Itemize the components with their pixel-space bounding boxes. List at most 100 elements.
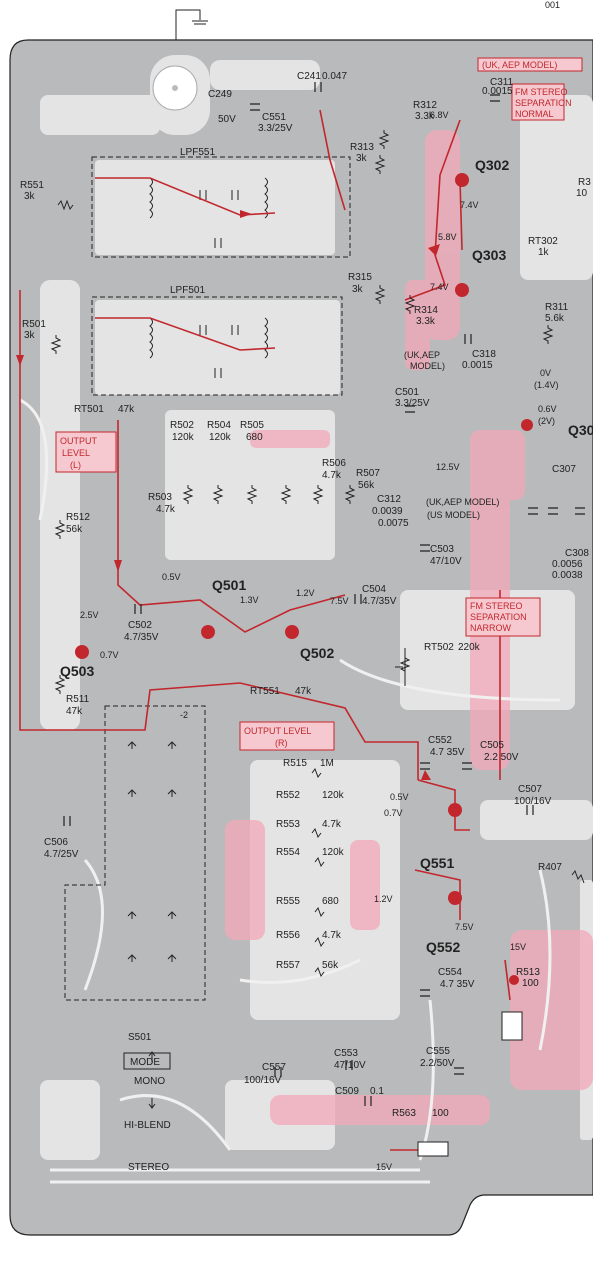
- capacitor-symbols: [63, 82, 585, 1106]
- model-notes: (UK,AEP MODEL) (UK,AEP MODEL) (US MODEL)…: [378, 350, 583, 581]
- switch-ref: S501: [128, 1032, 152, 1043]
- svg-text:0.047: 0.047: [322, 71, 347, 82]
- svg-text:R501: R501: [22, 319, 46, 330]
- svg-text:100/16V: 100/16V: [514, 796, 552, 807]
- page-code: 001: [545, 0, 560, 10]
- svg-text:R3: R3: [578, 177, 591, 188]
- svg-text:(2V): (2V): [538, 416, 555, 426]
- svg-text:C505: C505: [480, 740, 504, 751]
- svg-text:MODEL): MODEL): [410, 361, 445, 371]
- svg-text:2.5V: 2.5V: [80, 610, 99, 620]
- svg-text:R314: R314: [414, 305, 438, 316]
- switch-pos-mono: MONO: [134, 1076, 165, 1087]
- svg-text:R555: R555: [276, 896, 300, 907]
- svg-text:0.0038: 0.0038: [552, 570, 583, 581]
- svg-text:R502: R502: [170, 420, 194, 431]
- svg-text:0.6V: 0.6V: [538, 404, 557, 414]
- svg-text:C318: C318: [472, 349, 496, 360]
- svg-text:R311: R311: [545, 302, 569, 313]
- svg-text:RT302: RT302: [528, 236, 558, 247]
- svg-text:C504: C504: [362, 584, 386, 595]
- svg-text:120k: 120k: [322, 790, 345, 801]
- svg-text:4.7 35V: 4.7 35V: [430, 747, 465, 758]
- svg-text:R505: R505: [240, 420, 264, 431]
- svg-text:0.1: 0.1: [370, 1086, 384, 1097]
- svg-text:3k: 3k: [352, 284, 364, 295]
- svg-text:3k: 3k: [356, 153, 368, 164]
- fm-stereo-separation-narrow-box: FM STEREO SEPARATION NARROW: [465, 597, 541, 637]
- transistor-q303: Q303: [472, 247, 506, 263]
- svg-text:C506: C506: [44, 837, 68, 848]
- svg-text:1k: 1k: [538, 247, 550, 258]
- svg-text:NARROW: NARROW: [470, 623, 512, 633]
- lpf501-label: LPF501: [170, 285, 205, 296]
- svg-text:C241: C241: [297, 71, 321, 82]
- svg-text:OUTPUT LEVEL: OUTPUT LEVEL: [244, 726, 311, 736]
- svg-text:4.7/35V: 4.7/35V: [362, 596, 397, 607]
- svg-text:R511: R511: [66, 694, 90, 705]
- svg-text:R551: R551: [20, 180, 44, 191]
- svg-text:5.6k: 5.6k: [545, 313, 565, 324]
- svg-text:C308: C308: [565, 548, 589, 559]
- svg-text:47k: 47k: [66, 706, 83, 717]
- svg-text:R512: R512: [66, 512, 90, 523]
- transistor-q501: Q501: [212, 577, 246, 593]
- lpf501-outline: [91, 296, 343, 396]
- svg-text:100: 100: [432, 1108, 449, 1119]
- svg-text:7.5V: 7.5V: [330, 596, 349, 606]
- svg-text:(R): (R): [275, 738, 288, 748]
- lpf-components: [149, 177, 268, 378]
- svg-text:R556: R556: [276, 930, 300, 941]
- svg-text:7.5V: 7.5V: [455, 922, 474, 932]
- lpf551-label: LPF551: [180, 147, 215, 158]
- svg-text:R407: R407: [538, 862, 562, 873]
- svg-text:0.7V: 0.7V: [100, 650, 119, 660]
- svg-text:15V: 15V: [376, 1162, 392, 1172]
- svg-text:7.4V: 7.4V: [430, 282, 449, 292]
- svg-text:47/10V: 47/10V: [334, 1060, 366, 1071]
- svg-text:47/10V: 47/10V: [430, 556, 462, 567]
- svg-text:100/16V: 100/16V: [244, 1075, 282, 1086]
- svg-text:4.7k: 4.7k: [322, 819, 342, 830]
- svg-text:50V: 50V: [218, 114, 236, 125]
- transistor-pads: [75, 173, 533, 985]
- svg-text:R513: R513: [516, 967, 540, 978]
- svg-text:47k: 47k: [118, 404, 135, 415]
- svg-text:0.0015: 0.0015: [462, 360, 493, 371]
- svg-text:220k: 220k: [458, 642, 481, 653]
- svg-text:C503: C503: [430, 544, 454, 555]
- svg-text:C502: C502: [128, 620, 152, 631]
- svg-text:FM STEREO: FM STEREO: [470, 601, 523, 611]
- lpf551-outline: [91, 156, 351, 258]
- svg-text:56k: 56k: [322, 960, 339, 971]
- output-level-r-box: OUTPUT LEVEL (R): [239, 721, 335, 751]
- switch-pos-hi-blend: HI-BLEND: [124, 1120, 171, 1131]
- svg-text:FM STEREO: FM STEREO: [515, 87, 568, 97]
- switch-pos-stereo: STEREO: [128, 1162, 169, 1173]
- transistor-q302: Q302: [475, 157, 509, 173]
- output-level-l-box: OUTPUT LEVEL (L): [55, 431, 117, 473]
- svg-text:R557: R557: [276, 960, 300, 971]
- svg-text:R563: R563: [392, 1108, 416, 1119]
- svg-text:SEPARATION: SEPARATION: [515, 98, 572, 108]
- svg-text:R312: R312: [413, 100, 437, 111]
- svg-text:SEPARATION: SEPARATION: [470, 612, 527, 622]
- svg-text:R554: R554: [276, 847, 300, 858]
- svg-text:(UK,AEP MODEL): (UK,AEP MODEL): [426, 497, 499, 507]
- switch-contact-label: -2: [180, 710, 188, 720]
- svg-text:1.3V: 1.3V: [240, 595, 259, 605]
- transistor-q502: Q502: [300, 645, 334, 661]
- svg-text:0.0039: 0.0039: [372, 506, 403, 517]
- mode-box: [123, 1052, 171, 1070]
- svg-text:2.2/50V: 2.2/50V: [420, 1058, 455, 1069]
- svg-text:C552: C552: [428, 735, 452, 746]
- svg-text:RT502: RT502: [424, 642, 454, 653]
- svg-text:100: 100: [522, 978, 539, 989]
- svg-text:C554: C554: [438, 967, 462, 978]
- svg-text:680: 680: [322, 896, 339, 907]
- svg-text:0.0075: 0.0075: [378, 518, 409, 529]
- svg-text:0.5V: 0.5V: [390, 792, 409, 802]
- svg-text:10: 10: [576, 188, 588, 199]
- svg-text:RT551: RT551: [250, 686, 280, 697]
